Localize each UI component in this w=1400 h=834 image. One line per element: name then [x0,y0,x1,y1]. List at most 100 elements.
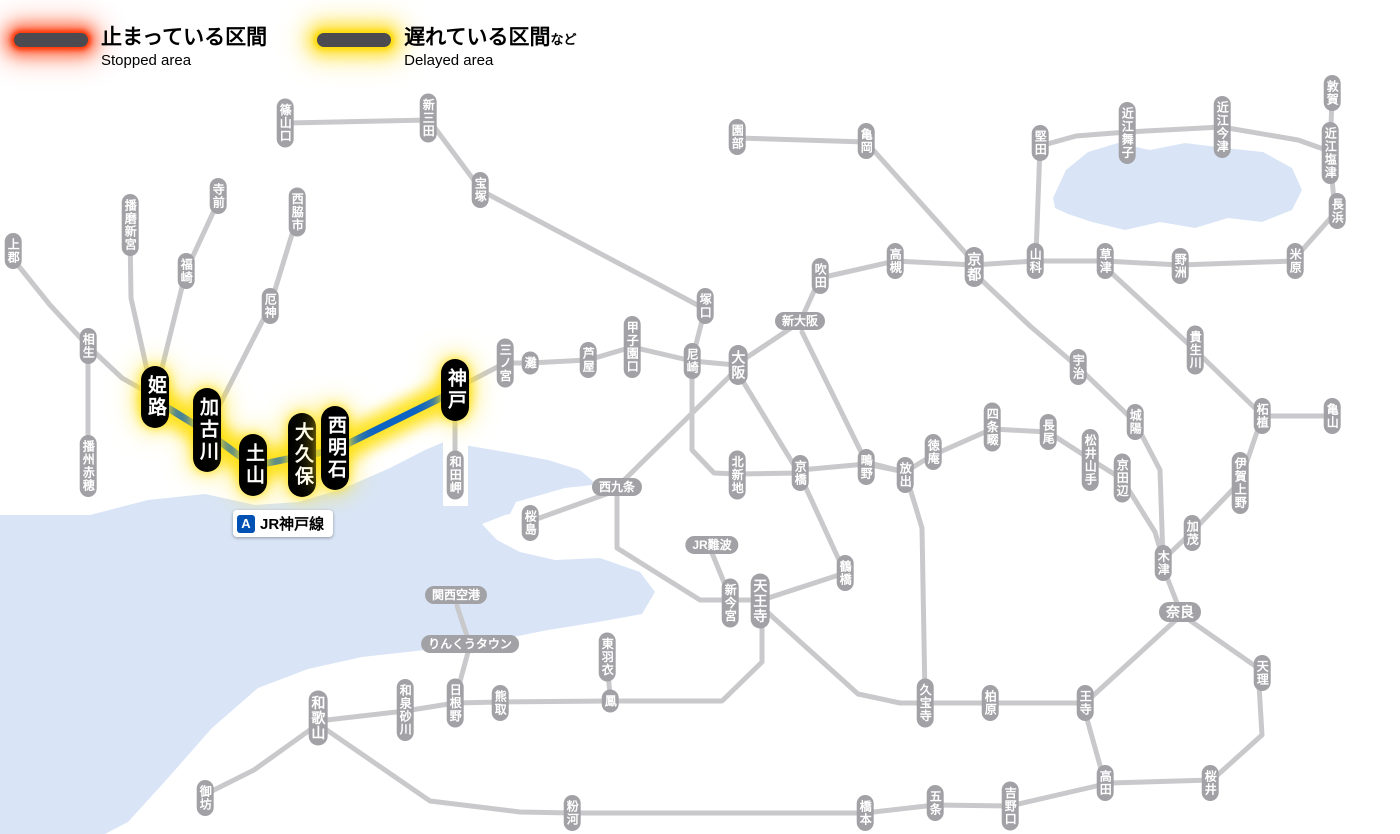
station-pill: 関西空港 [424,586,488,604]
station-pill: 桜島 [521,505,539,541]
station-pill: 柏原 [981,685,999,721]
route-letter-icon: A [237,514,255,533]
stopped-segment-swatch [14,33,88,47]
station-pill: 播磨新宮 [121,194,139,256]
station-pill: 三ノ宮 [496,338,514,388]
rail-nara-line [972,271,1166,562]
station-pill: 大阪 [728,345,748,385]
station-pill: 桜井 [1201,765,1219,801]
legend-delayed-label: 遅れている区間など [404,26,577,49]
station-pill: 四条畷 [983,402,1001,452]
legend-stopped-item: 止まっている区間 Stopped area [14,26,267,69]
station-pill: 久宝寺 [916,678,934,728]
station-pill: りんくうタウン [421,635,519,653]
station-pill: 姫路 [141,366,169,428]
station-pill: 甲子園口 [623,316,641,378]
station-pill: 徳庵 [924,434,942,470]
station-pill: 長尾 [1039,414,1057,450]
station-pill: 京橋 [791,455,809,491]
station-pill: 亀岡 [857,123,875,159]
station-pill: 西九条 [591,478,643,496]
rail-gakkentoshi-line [797,426,1166,562]
station-pill: 神戸 [441,359,469,421]
station-pill: 亀山 [1323,398,1341,434]
station-pill: 寺前 [209,178,227,214]
station-pill: 奈良 [1159,602,1201,622]
legend-stopped-text: 止まっている区間 Stopped area [101,26,267,69]
station-pill: 播州赤穂 [79,435,97,497]
rail-hanwa-line [315,608,765,724]
station-pill: 宝塚 [471,172,489,208]
rail-yumesaki-line [528,489,615,524]
station-pill: 草津 [1096,243,1114,279]
station-pill: 厄神 [261,288,279,324]
legend-stopped-sublabel: Stopped area [101,52,192,70]
rail-manyo-mahoroba-line [1107,614,1265,786]
delayed-segment-swatch [317,33,392,47]
station-pill: 新三田 [419,93,437,143]
legend: 止まっている区間 Stopped area 遅れている区間など Delayed … [14,26,577,69]
station-pill: 加古川 [193,388,221,472]
station-pill: 吉野口 [1001,781,1019,831]
osaka-bay [0,441,655,834]
station-pill: 伊賀上野 [1231,452,1249,514]
station-pill: 京田辺 [1113,453,1131,503]
station-pill: 近江今津 [1213,96,1231,158]
station-pill: 長浜 [1328,193,1346,229]
station-pill: 熊取 [491,685,509,721]
station-pill: 五条 [926,785,944,821]
station-pill: 土山 [239,434,267,496]
station-pill: 西脇市 [288,187,306,237]
station-pill: 敦賀 [1323,75,1341,111]
station-pill: 堅田 [1031,125,1049,161]
station-pill: 鶴橋 [836,555,854,591]
station-pill: 上郡 [4,233,22,269]
station-pill: 塚口 [696,288,714,324]
station-pill: 園部 [728,119,746,155]
station-pill: 高田 [1096,765,1114,801]
station-pill: 相生 [79,328,97,364]
rail-tozai-line [689,365,802,477]
station-pill: 東羽衣 [598,632,616,682]
station-pill: 新大阪 [774,312,826,330]
station-pill: 大久保 [288,413,316,497]
station-pill: 松井山手 [1081,429,1099,491]
station-pill: 御坊 [196,780,214,816]
station-pill: 王寺 [1076,685,1094,721]
station-pill: 橋本 [856,795,874,831]
legend-stopped-label: 止まっている区間 [101,26,268,49]
rail-kansai-line-west [1163,417,1264,560]
station-pill: 京都 [964,247,984,287]
station-pill: 近江塩津 [1321,122,1339,184]
station-pill: 西明石 [321,406,349,490]
legend-delayed-suffix: など [550,32,577,47]
station-pill: 高槻 [886,243,904,279]
station-pill: 天王寺 [750,573,770,629]
station-pill: 吹田 [811,258,829,294]
station-pill: 木津 [1154,545,1172,581]
rail-kinokuni-line [203,724,317,797]
lake-biwa [1053,143,1302,230]
line-name-label: JR神戸線 [260,516,325,533]
station-pill: 尼崎 [683,343,701,379]
station-pill: 放出 [896,457,914,493]
station-pill: 和泉砂川 [396,679,414,741]
station-pill: 米原 [1286,243,1304,279]
station-pill: 貴生川 [1186,325,1204,375]
station-pill: 柘植 [1253,398,1271,434]
station-pill: 新今宮 [721,578,739,628]
station-pill: 和歌山 [308,690,328,746]
station-pill: 宇治 [1069,349,1087,385]
station-pill: 日根野 [446,678,464,728]
station-pill: 天理 [1253,655,1271,691]
station-pill: 福崎 [177,253,195,289]
station-pill: 篠山口 [276,98,294,148]
station-pill: 灘 [521,351,539,375]
station-pill: 和田岬 [446,450,464,500]
station-pill: 山科 [1026,243,1044,279]
legend-delayed-item: 遅れている区間など Delayed area [317,26,577,70]
station-pill: 鴫野 [857,449,875,485]
legend-delayed-sublabel: Delayed area [404,52,494,70]
